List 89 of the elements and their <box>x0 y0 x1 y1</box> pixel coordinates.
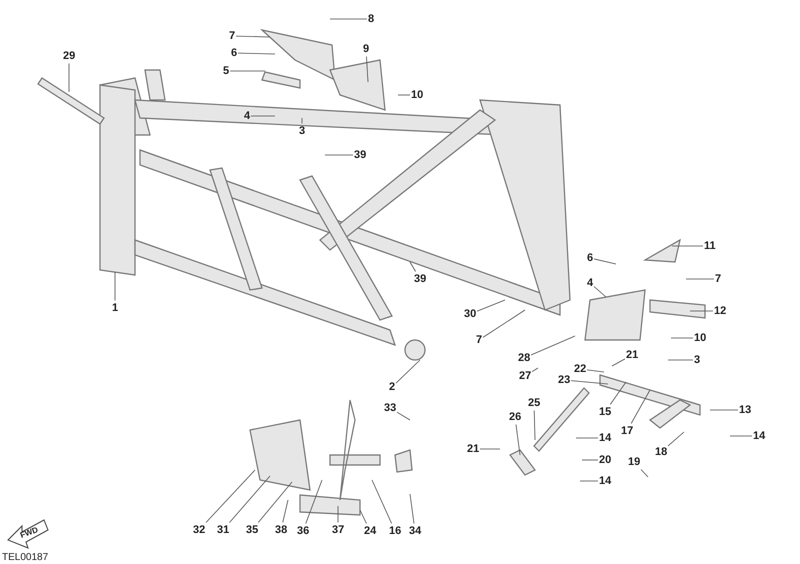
leader-line <box>396 412 410 420</box>
callout-number: 6 <box>231 46 238 60</box>
callout-number: 37 <box>332 524 344 536</box>
callout-number: 2 <box>389 380 396 394</box>
callout-number: 38 <box>275 524 288 536</box>
callout-number: 17 <box>621 424 634 438</box>
callout-number: 10 <box>694 332 706 344</box>
callout-number: 32 <box>193 524 206 536</box>
callout-number: 4 <box>587 276 594 290</box>
callout-number: 26 <box>509 410 522 424</box>
callout-number: 12 <box>714 304 726 318</box>
callout-number: 21 <box>467 442 480 456</box>
callout-number: 3 <box>299 124 306 138</box>
callout-number: 31 <box>217 524 230 536</box>
callout-number: 3 <box>694 354 700 366</box>
callout-number: 7 <box>715 272 722 286</box>
leader-line <box>532 368 538 372</box>
callout-number: 18 <box>655 446 668 458</box>
leader-line <box>258 482 292 523</box>
callout-number: 22 <box>574 362 586 376</box>
leader-line <box>396 360 420 384</box>
callout-number: 13 <box>739 404 752 416</box>
leader-line <box>68 63 70 92</box>
leader-line <box>640 469 648 478</box>
callout-number: 29 <box>63 50 76 62</box>
leader-line <box>236 36 270 38</box>
leader-line <box>686 278 714 280</box>
leader-line <box>610 382 626 405</box>
leader-line <box>238 52 276 54</box>
callout-number: 20 <box>599 454 612 466</box>
callout-number: 4 <box>244 110 250 122</box>
leader-line <box>206 470 256 523</box>
callout-number: 14 <box>599 432 612 444</box>
leader-line <box>594 258 616 264</box>
leader-line <box>668 432 684 446</box>
callout-number: 11 <box>704 240 716 252</box>
callout-number: 15 <box>599 406 612 418</box>
leader-line <box>480 448 500 450</box>
callout-number: 30 <box>464 308 476 320</box>
callout-number: 27 <box>519 370 532 382</box>
callout-number: 5 <box>223 64 230 78</box>
leader-line <box>476 300 506 312</box>
callout-number: 23 <box>558 374 570 386</box>
leader-line <box>324 154 354 156</box>
leader-line <box>534 410 536 440</box>
leader-line <box>360 510 367 524</box>
direction-text: FWD <box>19 525 40 540</box>
leader-line <box>690 310 714 312</box>
callout-number: 7 <box>229 30 236 42</box>
leader-line <box>410 262 416 272</box>
callout-number: 21 <box>626 348 638 362</box>
callout-number: 8 <box>368 12 374 26</box>
leader-line <box>530 336 576 356</box>
leader-line <box>366 56 368 82</box>
callout-number: 28 <box>518 352 530 364</box>
leader-line <box>570 380 608 384</box>
leader-line <box>482 310 526 338</box>
callout-number: 25 <box>528 396 540 410</box>
callout-number: 10 <box>411 88 424 102</box>
leader-line <box>372 480 392 524</box>
callout-number: 39 <box>414 272 426 286</box>
callout-number: 1 <box>112 302 118 314</box>
callout-number: 9 <box>363 42 370 56</box>
callout-number: 19 <box>628 456 640 468</box>
callout-number: 16 <box>389 524 402 538</box>
callout-number: 7 <box>476 334 482 346</box>
leader-line <box>630 390 650 424</box>
leader-line <box>612 358 626 366</box>
leader-line <box>580 480 598 482</box>
callout-number: 24 <box>364 524 376 538</box>
leader-line <box>594 286 606 298</box>
callout-number: 6 <box>587 252 594 264</box>
callout-number: 35 <box>246 524 258 536</box>
callout-number: 14 <box>599 474 612 488</box>
drawing-code: TEL00187 <box>2 552 48 563</box>
leader-line <box>586 369 604 372</box>
callout-number: 14 <box>753 430 766 442</box>
leader-line <box>330 18 368 20</box>
callout-number: 39 <box>354 148 366 162</box>
leader-line <box>114 272 116 301</box>
callout-number: 33 <box>384 402 396 414</box>
leader-line <box>398 94 410 96</box>
callout-number: 36 <box>297 524 310 538</box>
leader-line <box>282 500 288 523</box>
leader-line <box>516 424 520 456</box>
leader-line <box>229 476 270 523</box>
leader-line <box>410 494 414 524</box>
leader-line <box>230 70 266 72</box>
callout-number: 34 <box>409 524 422 538</box>
